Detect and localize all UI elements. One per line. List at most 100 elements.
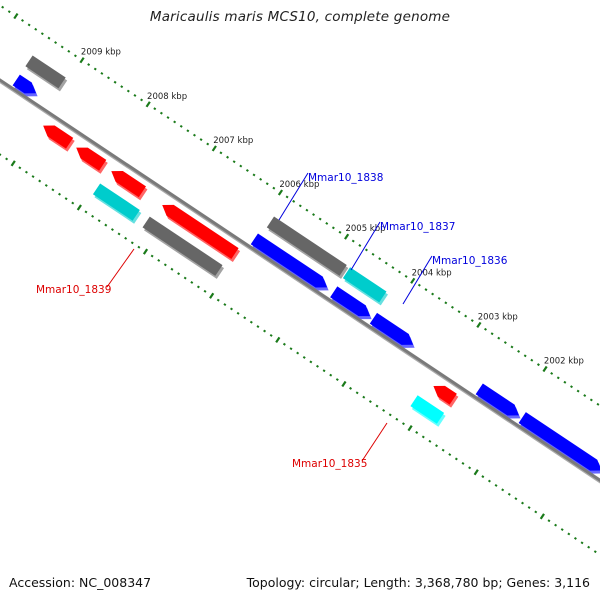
gene-arrow-body[interactable] xyxy=(162,204,239,259)
minor-tick xyxy=(398,270,401,274)
minor-tick xyxy=(67,49,71,53)
major-tick xyxy=(10,160,16,167)
minor-tick xyxy=(450,305,454,309)
minor-tick xyxy=(34,27,38,31)
minor-tick xyxy=(64,197,68,201)
minor-tick xyxy=(289,347,293,351)
minor-tick xyxy=(391,266,395,270)
gene-arrow-body[interactable] xyxy=(266,216,347,276)
gene-arrow-body[interactable] xyxy=(342,267,387,303)
minor-tick xyxy=(117,232,121,236)
minor-tick xyxy=(554,523,558,527)
gene-arrow-body[interactable] xyxy=(518,412,600,471)
minor-tick xyxy=(362,395,366,399)
gene-arrow-body[interactable] xyxy=(369,312,414,345)
minor-tick xyxy=(206,142,210,146)
gene-arrow[interactable] xyxy=(76,147,108,174)
minor-tick xyxy=(567,532,571,536)
gene-arrow-body[interactable] xyxy=(92,183,140,221)
minor-tick xyxy=(437,297,441,300)
minor-tick xyxy=(232,160,236,164)
gene-arrow[interactable] xyxy=(92,183,142,224)
minor-tick xyxy=(464,314,468,318)
gene-arrow-body[interactable] xyxy=(142,216,223,276)
major-tick xyxy=(142,248,149,255)
minor-tick xyxy=(186,129,190,133)
gene-label[interactable]: Mmar10_1835 xyxy=(292,458,367,470)
minor-tick xyxy=(329,373,333,377)
minor-tick xyxy=(596,402,600,406)
minor-tick xyxy=(490,332,494,336)
gene-arrow[interactable] xyxy=(162,204,241,262)
axis-tick-label: 2007 kbp xyxy=(213,136,253,146)
gene-arrow[interactable] xyxy=(111,170,148,201)
minor-tick xyxy=(100,71,104,75)
minor-tick xyxy=(589,398,593,402)
gene-label-leader xyxy=(402,255,433,305)
gene-arrow-body[interactable] xyxy=(76,147,107,171)
major-tick xyxy=(275,336,281,343)
minor-tick xyxy=(421,435,425,439)
minor-tick xyxy=(104,223,108,227)
gene-arrow[interactable] xyxy=(475,383,521,419)
minor-tick xyxy=(388,413,392,417)
gene-arrow-body[interactable] xyxy=(250,233,328,288)
gene-arrow-body[interactable] xyxy=(475,383,519,416)
inner-tick-track xyxy=(0,153,597,554)
minor-tick xyxy=(124,236,128,240)
gene-arrow[interactable] xyxy=(25,55,68,92)
gene-label[interactable]: Mmar10_1837 xyxy=(380,221,455,233)
gene-arrow[interactable] xyxy=(410,395,446,427)
gene-arrow[interactable] xyxy=(142,216,225,279)
minor-tick xyxy=(110,228,114,231)
major-tick xyxy=(476,321,482,329)
gene-arrow[interactable] xyxy=(250,233,329,291)
gene-arrow-body[interactable] xyxy=(43,125,74,149)
gene-arrow-body[interactable] xyxy=(12,74,37,94)
gene-arrow-body[interactable] xyxy=(433,385,457,405)
minor-tick xyxy=(309,360,313,364)
minor-tick xyxy=(97,219,101,223)
gene-label[interactable]: Mmar10_1839 xyxy=(36,284,111,296)
gene-arrow[interactable] xyxy=(330,286,372,320)
minor-tick xyxy=(163,263,167,267)
minor-tick xyxy=(521,501,524,505)
minor-tick xyxy=(424,288,428,292)
genome-summary-text: Topology: circular; Length: 3,368,780 bp… xyxy=(246,575,590,590)
gene-features xyxy=(12,55,600,474)
minor-tick xyxy=(417,283,421,287)
minor-tick xyxy=(159,111,163,115)
gene-arrow[interactable] xyxy=(369,312,415,348)
axis-tick-label: 2008 kbp xyxy=(147,92,187,102)
gene-arrow-body[interactable] xyxy=(330,286,371,317)
minor-tick xyxy=(91,214,95,218)
minor-tick xyxy=(230,307,233,311)
gene-label[interactable]: Mmar10_1838 xyxy=(308,172,383,184)
axis-tick-label: 2005 kbp xyxy=(345,224,385,234)
gene-arrow[interactable] xyxy=(433,385,459,408)
gene-arrow[interactable] xyxy=(342,267,388,306)
gene-arrow[interactable] xyxy=(43,125,75,152)
axis-tick-label: 2004 kbp xyxy=(412,268,452,278)
minor-tick xyxy=(384,261,388,265)
gene-arrow[interactable] xyxy=(518,412,600,474)
minor-tick xyxy=(507,492,511,496)
minor-tick xyxy=(335,378,339,381)
minor-tick xyxy=(47,36,51,40)
minor-tick xyxy=(107,76,110,80)
minor-tick xyxy=(501,488,505,492)
minor-tick xyxy=(239,164,243,168)
minor-tick xyxy=(140,98,144,102)
minor-tick xyxy=(298,204,302,208)
minor-tick xyxy=(382,408,386,412)
minor-tick xyxy=(448,453,452,457)
gene-label[interactable]: Mmar10_1836 xyxy=(432,255,508,267)
minor-tick xyxy=(199,138,203,142)
gene-arrow-body[interactable] xyxy=(410,395,445,424)
minor-tick xyxy=(190,281,194,284)
gene-arrow-body[interactable] xyxy=(25,55,66,89)
minor-tick xyxy=(316,364,319,368)
gene-arrow[interactable] xyxy=(266,216,349,279)
gene-arrow-body[interactable] xyxy=(111,170,146,198)
minor-tick xyxy=(593,550,597,554)
